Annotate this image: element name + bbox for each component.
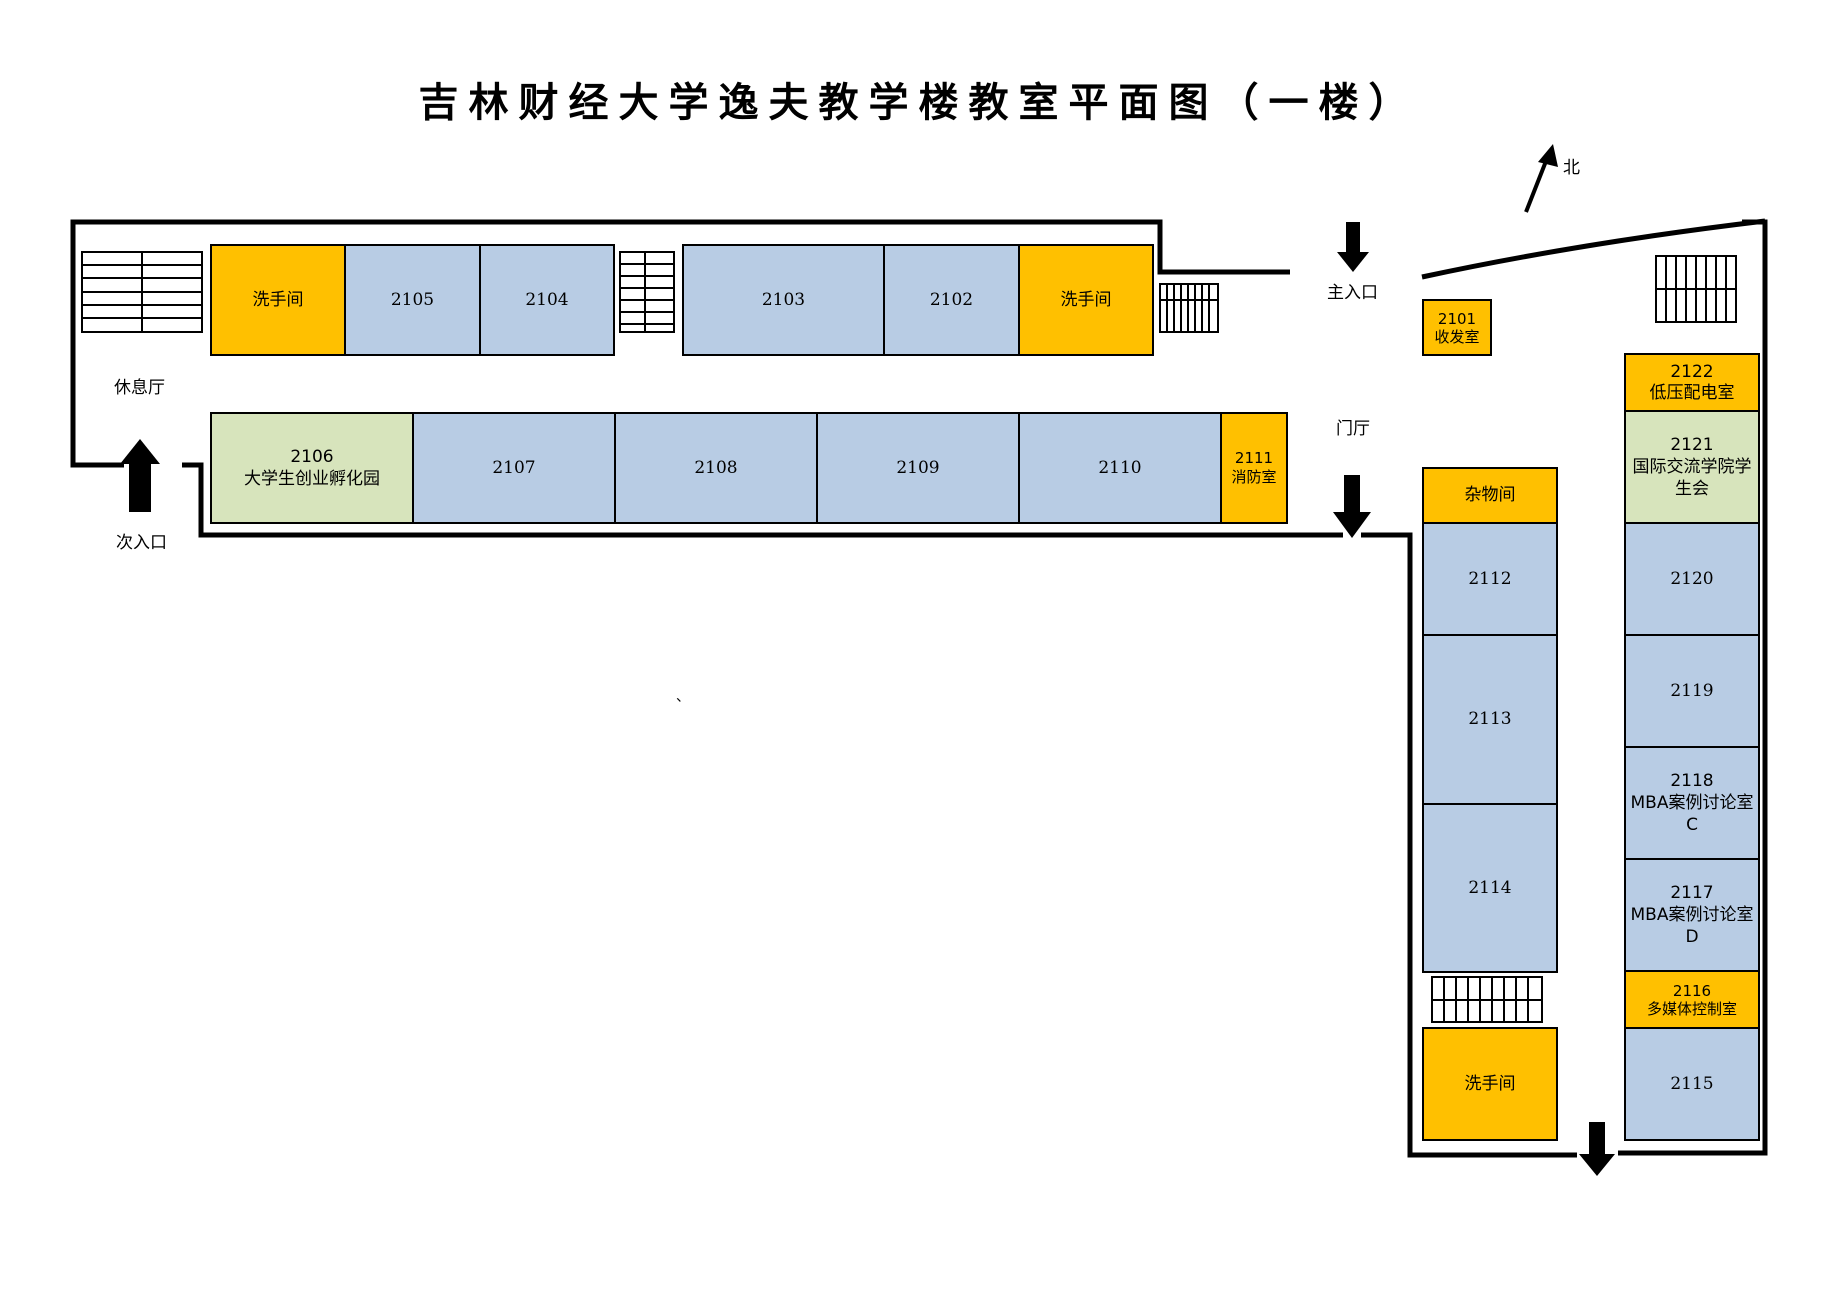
room-2115: 2115: [1624, 1027, 1760, 1141]
tick-mark: 、: [676, 689, 690, 705]
room-restroom: 洗手间: [1018, 244, 1154, 356]
arrow-down-icon: [1333, 512, 1371, 538]
north-label: 北: [1563, 158, 1580, 178]
room-storage: 杂物间: [1422, 467, 1558, 524]
room-2114: 2114: [1422, 803, 1558, 973]
room-2108: 2108: [614, 412, 818, 524]
outer-wall-east-link: [1361, 532, 1577, 1158]
outer-wall-south: [182, 462, 1343, 538]
north-arrow-icon: [1524, 155, 1550, 213]
outer-wall-north-slant: [1421, 218, 1766, 280]
stairs-icon: [1159, 283, 1219, 333]
room-2107: 2107: [412, 412, 616, 524]
lobby-label: 门厅: [1336, 419, 1370, 439]
room-2104: 2104: [479, 244, 615, 356]
room-2120: 2120: [1624, 522, 1760, 636]
arrow-up-icon: [120, 439, 160, 464]
room-2119: 2119: [1624, 634, 1760, 748]
room-restroom: 洗手间: [1422, 1027, 1558, 1141]
room-2113: 2113: [1422, 634, 1558, 805]
room-restroom: 洗手间: [210, 244, 346, 356]
outer-wall-west: [70, 219, 1290, 468]
stairs-icon: [81, 251, 203, 333]
room-2110: 2110: [1018, 412, 1222, 524]
stairs-icon: [1655, 255, 1737, 323]
stairs-icon: [1431, 976, 1543, 1023]
arrow-down-icon: [1337, 252, 1369, 272]
arrow-down-icon: [1579, 1154, 1615, 1176]
room-2112: 2112: [1422, 522, 1558, 636]
page-title: 吉林财经大学逸夫教学楼教室平面图（一楼）: [418, 80, 1419, 126]
room-2109: 2109: [816, 412, 1020, 524]
stairs-icon: [619, 251, 675, 333]
lounge-label: 休息厅: [114, 378, 165, 398]
room-2105: 2105: [344, 244, 481, 356]
room-2103: 2103: [682, 244, 885, 356]
secondary-entrance-label: 次入口: [116, 533, 167, 553]
room-2102: 2102: [883, 244, 1020, 356]
main-entrance-label: 主入口: [1327, 283, 1378, 303]
